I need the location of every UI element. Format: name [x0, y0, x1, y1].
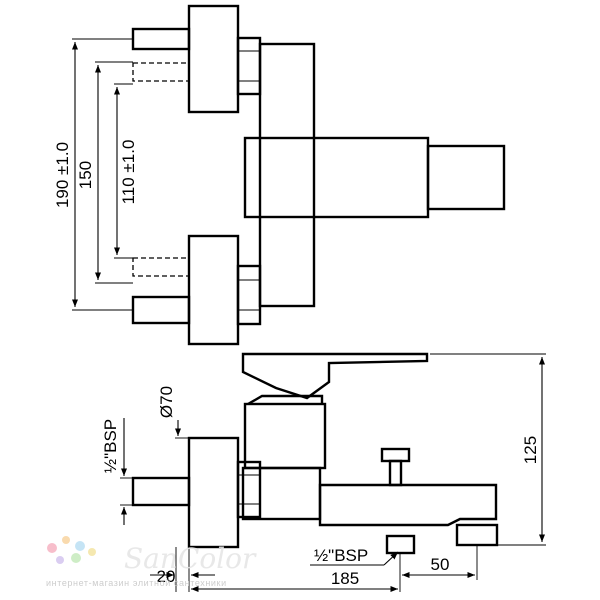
shower-outlet	[385, 534, 416, 555]
watermark-brand: SanColor	[124, 542, 257, 575]
watermark-dot	[47, 543, 57, 553]
watermark-dots	[47, 536, 96, 564]
upper-nut	[236, 36, 262, 96]
dim-spout-thread-label: ½"BSP	[314, 546, 368, 565]
dim-190-label: 190 ±1.0	[53, 142, 72, 208]
upper-eccentric-pipe	[131, 27, 191, 51]
spout	[426, 144, 506, 211]
front-flange	[187, 436, 240, 549]
inlet-pipe	[131, 476, 191, 507]
body-tube	[258, 42, 316, 308]
watermark-dot	[56, 556, 64, 564]
mixer-lower-body	[241, 466, 322, 521]
spout-body	[318, 483, 498, 527]
lower-flange	[187, 234, 240, 346]
watermark-dot	[75, 541, 85, 551]
dim-wall-offset-label: 20	[157, 567, 176, 586]
upper-eccentric-alt	[132, 62, 190, 82]
lever-handle	[241, 352, 429, 400]
front-nut	[236, 460, 262, 519]
dim-diameter-label: Ø70	[157, 386, 176, 418]
mixer-body	[243, 402, 327, 470]
body-block	[243, 136, 430, 219]
watermark-tagline: интернет-магазин элитной сантехники	[46, 578, 227, 588]
watermark-dot	[62, 536, 70, 544]
dim-150-label: 150	[76, 161, 95, 189]
dim-inlet-thread-label: ½"BSP	[101, 419, 120, 473]
dim-110-label: 110 ±1.0	[119, 140, 138, 205]
cartridge-cap	[247, 394, 324, 406]
outlet-nozzle	[455, 523, 499, 547]
dim-length-label: 185	[331, 569, 359, 588]
watermark: SanColor интернет-магазин элитной сантех…	[46, 536, 257, 588]
diverter-knob	[380, 447, 411, 463]
diverter-stem	[388, 459, 403, 487]
dim-spout-offset-label: 50	[431, 555, 450, 574]
front-view	[131, 352, 499, 555]
front-view-dimensions: Ø70 ½"BSP 125 20 185 ½"BSP 50	[101, 353, 546, 593]
lower-nut	[236, 264, 262, 326]
lower-eccentric-pipe	[131, 295, 191, 325]
watermark-dot	[71, 553, 81, 563]
top-view-dimensions: 190 ±1.0 150 110 ±1.0	[53, 38, 138, 311]
upper-flange	[187, 4, 240, 114]
watermark-dot	[88, 548, 96, 556]
dim-height-label: 125	[521, 436, 540, 464]
lower-eccentric-alt	[132, 257, 190, 277]
top-view	[131, 4, 506, 346]
